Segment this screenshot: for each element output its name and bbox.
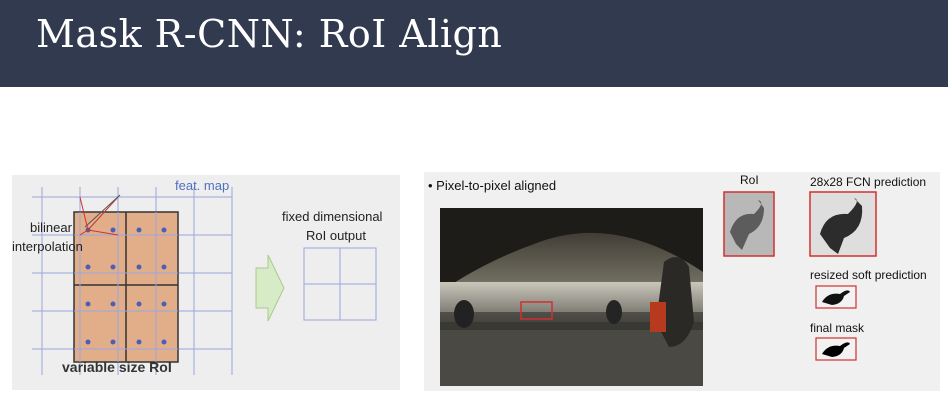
roi-highlight-box bbox=[520, 301, 553, 320]
feat-map-label: feat. map bbox=[175, 178, 230, 193]
roi-crop bbox=[723, 191, 775, 257]
final-mask-label: final mask bbox=[810, 321, 865, 335]
interpolation-label: interpolation bbox=[12, 239, 83, 254]
slide-header: Mask R-CNN: RoI Align bbox=[0, 0, 948, 87]
right-arrow bbox=[255, 254, 285, 322]
pixel-aligned-figure: • Pixel-to-pixel aligned bbox=[424, 172, 940, 391]
photo-graphic bbox=[440, 191, 877, 386]
roi-label: RoI bbox=[740, 173, 759, 187]
resized-prediction bbox=[815, 285, 857, 309]
bilinear-label: bilinear bbox=[30, 220, 72, 235]
fixed-label-line1: fixed dimensional bbox=[282, 209, 383, 224]
fcn-label: 28x28 FCN prediction bbox=[810, 175, 927, 189]
bullet-text: • Pixel-to-pixel aligned bbox=[428, 178, 557, 193]
roi-align-diagram: feat. map bilinear interpolation variabl… bbox=[12, 175, 400, 390]
bridge-photo bbox=[440, 208, 703, 386]
variable-roi-label: variable size RoI bbox=[62, 359, 172, 375]
fixed-label-line2: RoI output bbox=[306, 228, 366, 243]
resized-label: resized soft prediction bbox=[810, 268, 927, 282]
fcn-prediction bbox=[809, 191, 877, 257]
roi-align-graphic bbox=[32, 187, 377, 375]
output-grid bbox=[303, 247, 377, 321]
interpolation-lines bbox=[79, 196, 119, 236]
slide-title: Mask R-CNN: RoI Align bbox=[36, 12, 503, 56]
final-mask bbox=[815, 337, 857, 361]
